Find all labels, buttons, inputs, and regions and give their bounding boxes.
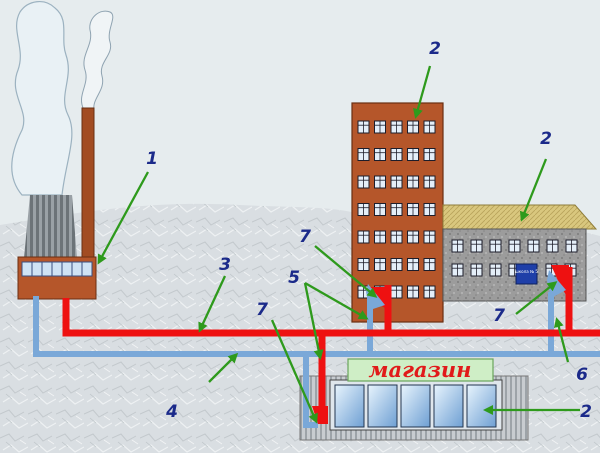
tall-building-window xyxy=(390,258,403,271)
tall-building-window xyxy=(390,148,403,161)
tall-building-window xyxy=(357,203,370,216)
store-window xyxy=(400,384,431,428)
school-window xyxy=(470,239,483,253)
tall-building-window xyxy=(407,258,419,271)
tall-building-window xyxy=(357,120,370,134)
cooling-tower xyxy=(24,195,77,258)
school-window xyxy=(489,239,502,253)
school-building: школа № 5 xyxy=(442,204,598,302)
school-window xyxy=(508,239,521,253)
school-plate xyxy=(515,263,538,285)
store-sign xyxy=(347,358,494,382)
tall-building-window xyxy=(374,230,386,244)
tall-building-window xyxy=(374,175,386,189)
tall-building-windows xyxy=(357,120,436,299)
tall-building-window xyxy=(374,148,386,161)
tall-building-window xyxy=(407,285,419,299)
school-window xyxy=(470,263,483,277)
riser-top-school xyxy=(551,265,569,300)
school-plate-text: школа № 5 xyxy=(515,269,538,274)
tall-building-window xyxy=(423,285,436,299)
tall-building-window xyxy=(423,148,436,161)
tall-building-window xyxy=(390,285,403,299)
school-window xyxy=(527,239,540,253)
boiler-house xyxy=(17,107,97,300)
chimney-smoke xyxy=(80,10,114,111)
tall-building-window xyxy=(357,148,370,161)
label-radiator-tall: 7 xyxy=(299,227,311,247)
label-supply-pipe: 3 xyxy=(219,255,231,275)
label-school-building: 2 xyxy=(540,129,552,149)
riser-top-store xyxy=(312,406,328,424)
tall-building-window xyxy=(423,230,436,244)
tall-building-window xyxy=(374,258,386,271)
tall-building-window xyxy=(423,258,436,271)
store-building: магазин xyxy=(299,357,529,441)
store-window xyxy=(466,384,497,428)
tall-building-window xyxy=(423,203,436,216)
store-window xyxy=(433,384,464,428)
tall-building-window xyxy=(407,175,419,189)
label-return-riser: 6 xyxy=(576,365,588,385)
store-window xyxy=(334,384,365,428)
school-window xyxy=(546,239,559,253)
label-riser: 5 xyxy=(288,268,300,288)
tall-building-window xyxy=(407,230,419,244)
tall-building-window xyxy=(390,230,403,244)
chimney xyxy=(81,107,95,261)
school-window xyxy=(489,263,502,277)
tall-building-window xyxy=(407,203,419,216)
tall-building-window xyxy=(390,120,403,134)
label-radiator-store: 7 xyxy=(256,300,268,320)
label-radiator-school: 7 xyxy=(493,306,505,326)
label-store-building: 2 xyxy=(580,402,592,422)
tall-building-window xyxy=(423,120,436,134)
store-window xyxy=(367,384,398,428)
tall-building-window xyxy=(374,203,386,216)
tall-building-window xyxy=(423,175,436,189)
tall-building-window xyxy=(390,175,403,189)
tall-building-window xyxy=(357,230,370,244)
store-sign-text: магазин xyxy=(369,357,472,382)
label-return-pipe: 4 xyxy=(165,402,178,422)
tall-building-window xyxy=(407,120,419,134)
diagram-labels: 1 2 2 2 3 4 5 6 7 7 7 xyxy=(146,39,592,422)
pointer-arrows xyxy=(97,65,580,424)
tall-building-window xyxy=(407,148,419,161)
school-window xyxy=(565,239,578,253)
school-window xyxy=(451,263,464,277)
tall-building-window xyxy=(374,120,386,134)
school-window xyxy=(451,239,464,253)
label-boiler-house: 1 xyxy=(146,149,158,169)
cooling-tower-steam xyxy=(11,1,73,196)
tall-building-window xyxy=(357,175,370,189)
school-roof xyxy=(442,204,598,230)
boiler-window-strip xyxy=(21,261,93,277)
tall-building-window xyxy=(390,203,403,216)
tall-building-window xyxy=(357,258,370,271)
tall-residential-building xyxy=(351,102,444,323)
store-windows xyxy=(334,384,497,428)
label-tall-building: 2 xyxy=(429,39,441,59)
